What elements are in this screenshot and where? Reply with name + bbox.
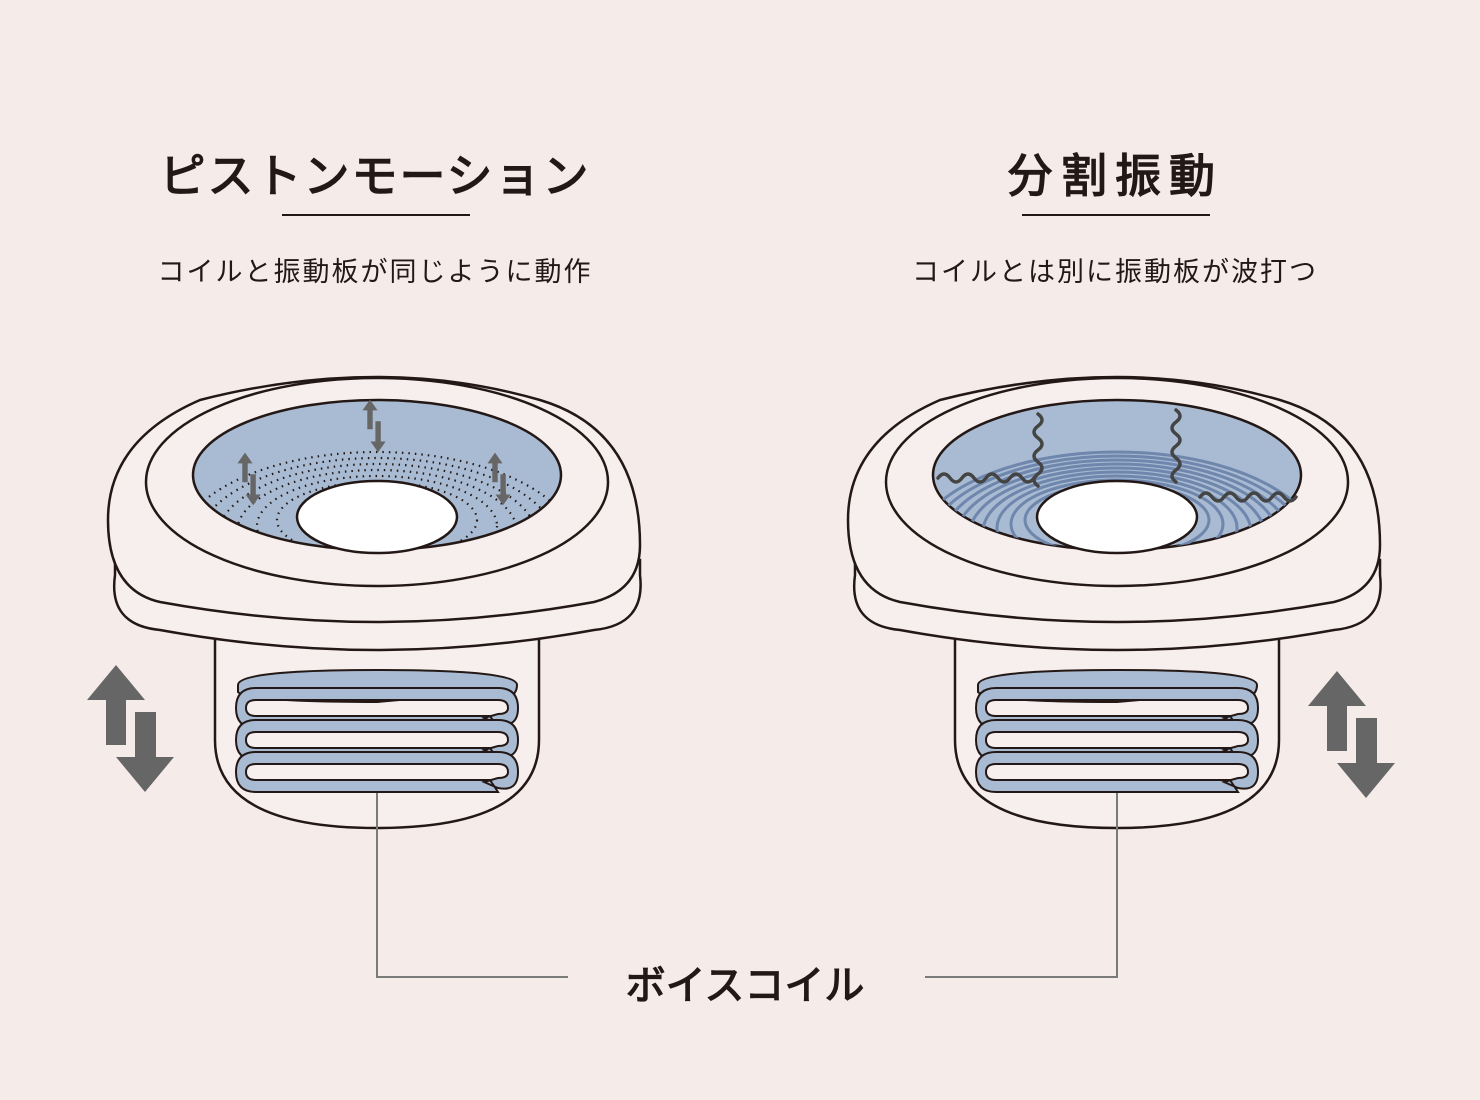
up-down-arrow-icon — [237, 452, 261, 506]
dust-cap — [295, 479, 459, 555]
left-leader-line — [376, 793, 568, 978]
dust-cap — [1035, 479, 1199, 555]
piston-motion-title: ピストンモーション — [159, 149, 591, 203]
cone-wave-lines — [936, 408, 1298, 503]
piston-motion-subtitle: コイルと振動板が同じように動作 — [157, 257, 593, 288]
split-vibration-subtitle: コイルとは別に振動板が波打つ — [912, 257, 1318, 288]
piston-motion-speaker — [106, 375, 642, 830]
right-leader-line — [925, 793, 1118, 978]
up-down-arrow-icon — [362, 399, 386, 453]
split-vibration-speaker — [846, 375, 1382, 830]
voice-coil-label: ボイスコイル — [625, 963, 865, 1009]
coil-windings — [234, 668, 520, 793]
coil-windings — [974, 668, 1260, 793]
voice-coil-leader-lines — [376, 793, 1118, 978]
split-vibration-title-underline — [1022, 214, 1210, 216]
piston-up-down-arrow-icon — [87, 665, 174, 792]
piston-motion-title-underline — [282, 214, 470, 216]
split-vibration-title: 分割振動 — [1007, 149, 1223, 203]
cone-motion-arrows — [237, 399, 511, 506]
up-down-arrow-icon — [487, 452, 511, 506]
split-up-down-arrow-icon — [1308, 671, 1395, 798]
